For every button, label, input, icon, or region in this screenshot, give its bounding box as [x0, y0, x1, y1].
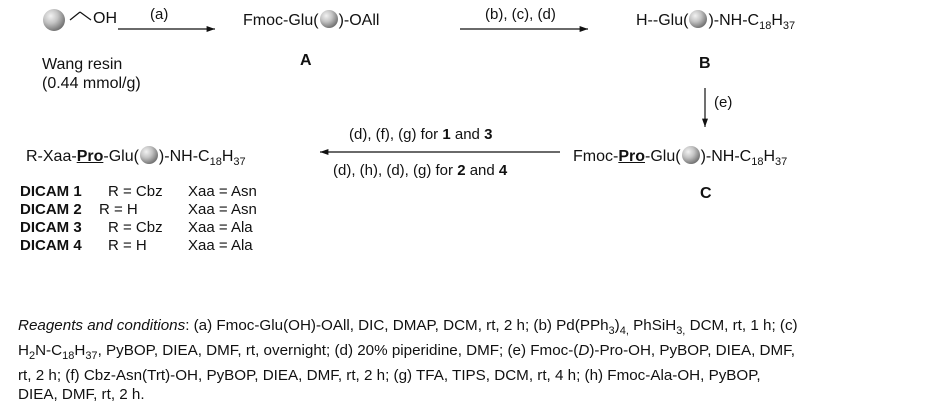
- resin-bead-icon: [689, 10, 708, 28]
- compound-b-tag: B: [699, 55, 711, 72]
- resin-bead-icon: [319, 10, 338, 28]
- arrow-final-label-bottom: (d), (h), (d), (g) for 2 and 4: [333, 162, 508, 179]
- compound-b: H--Glu()-NH-C18H37: [636, 10, 796, 33]
- reagents-and-conditions: Reagents and conditions: (a) Fmoc-Glu(OH…: [18, 317, 798, 404]
- compound-c-tag: C: [700, 185, 712, 202]
- arrow-e-label: (e): [714, 94, 733, 111]
- hydroxyl-label: OH: [93, 10, 117, 27]
- arrow-final-label-top: (d), (f), (g) for 1 and 3: [349, 126, 493, 143]
- arrow-a-label: (a): [150, 6, 169, 23]
- wang-resin-label: Wang resin: [42, 56, 123, 73]
- compound-a: Fmoc-Glu( )-OAll: [243, 10, 379, 30]
- resin-loading: (0.44 mmol/g): [42, 75, 141, 92]
- wang-resin-bead: [43, 9, 65, 31]
- compound-c: Fmoc-Pro-Glu()-NH-C18H37: [573, 146, 788, 169]
- compound-a-left: Fmoc-Glu(: [243, 12, 319, 29]
- arrow-bcd-label: (b), (c), (d): [485, 6, 556, 23]
- compound-a-right: )-OAll: [338, 12, 380, 29]
- linker-bond: [69, 11, 81, 21]
- compound-a-tag: A: [300, 52, 312, 69]
- linker-bond-2: [79, 11, 92, 21]
- resin-bead-icon: [139, 146, 158, 164]
- product-structure: R-Xaa-Pro-Glu()-NH-C18H37: [26, 146, 246, 169]
- resin-bead-icon: [681, 146, 700, 164]
